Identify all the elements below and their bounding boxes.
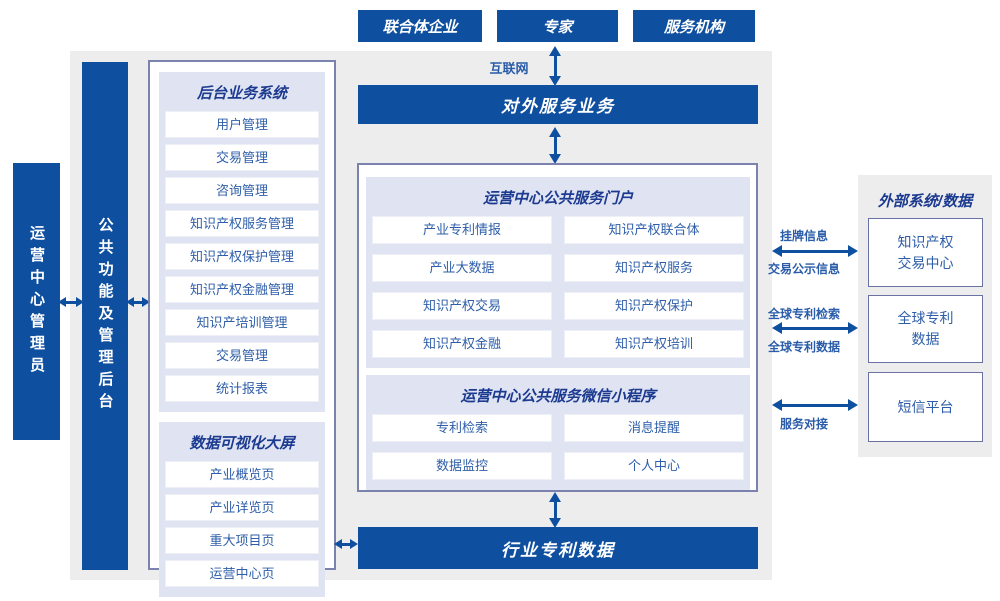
listing-info-arrow bbox=[772, 245, 858, 257]
backend-system-list: 用户管理交易管理咨询管理知识产权服务管理知识产权保护管理知识产权金融管理知识产培… bbox=[165, 111, 319, 402]
industry-patent-label: 行业专利数据 bbox=[501, 540, 615, 560]
portal-grid: 产业专利情报知识产权联合体产业大数据知识产权服务知识产权交易知识产权保护知识产权… bbox=[372, 216, 744, 358]
actor-label: 服务机构 bbox=[663, 18, 724, 36]
global-patent-arrow bbox=[772, 322, 858, 334]
dashboard-item: 产业详览页 bbox=[165, 494, 319, 521]
operator-backend-arrow bbox=[58, 297, 84, 307]
miniprogram-item: 个人中心 bbox=[564, 452, 744, 480]
industry-patent-bar: 行业专利数据 bbox=[358, 527, 758, 569]
portal-item: 知识产权培训 bbox=[564, 330, 744, 358]
trade-publicity-label: 交易公示信息 bbox=[767, 262, 840, 276]
actor-box-expert: 专家 bbox=[497, 10, 618, 42]
actor-label: 专家 bbox=[542, 18, 573, 36]
backend-system-item: 统计报表 bbox=[165, 375, 319, 402]
operator-box: 运营中心管理员 bbox=[13, 163, 60, 440]
backend-system-title: 后台业务系统 bbox=[196, 85, 287, 102]
dashboard-item: 重大项目页 bbox=[165, 527, 319, 554]
miniprogram-grid: 专利检索消息提醒数据监控个人中心 bbox=[372, 414, 744, 480]
miniprogram-item: 消息提醒 bbox=[564, 414, 744, 442]
miniprogram-item: 数据监控 bbox=[372, 452, 552, 480]
dashboard-item: 运营中心页 bbox=[165, 560, 319, 587]
backend-panel-arrow bbox=[126, 297, 150, 307]
dashboard-list: 产业概览页产业详览页重大项目页运营中心页 bbox=[165, 461, 319, 587]
backend-system-item: 知识产权保护管理 bbox=[165, 243, 319, 270]
actor-label: 联合体企业 bbox=[382, 18, 458, 36]
global-patent-search-label: 全球专利检索 bbox=[767, 307, 840, 321]
portal-section: 运营中心公共服务门户 产业专利情报知识产权联合体产业大数据知识产权服务知识产权交… bbox=[366, 177, 750, 368]
external-system-sms: 短信平台 bbox=[868, 372, 983, 442]
portal-item: 知识产权联合体 bbox=[564, 216, 744, 244]
left-panel: 后台业务系统 用户管理交易管理咨询管理知识产权服务管理知识产权保护管理知识产权金… bbox=[148, 60, 336, 597]
external-system-global-patent: 全球专利 数据 bbox=[868, 295, 983, 363]
dashboard-section: 数据可视化大屏 产业概览页产业详览页重大项目页运营中心页 bbox=[159, 422, 325, 597]
backend-system-item: 用户管理 bbox=[165, 111, 319, 138]
backend-functions-bar: 公共功能及管理后台 bbox=[82, 62, 128, 570]
center-panel: 运营中心公共服务门户 产业专利情报知识产权联合体产业大数据知识产权服务知识产权交… bbox=[357, 163, 758, 492]
external-system-ip-exchange: 知识产权 交易中心 bbox=[868, 218, 983, 287]
miniprogram-title: 运营中心公共服务微信小程序 bbox=[460, 388, 656, 405]
external-service-label: 对外服务业务 bbox=[501, 97, 615, 116]
portal-title: 运营中心公共服务门户 bbox=[482, 190, 633, 207]
operator-label: 运营中心管理员 bbox=[28, 224, 45, 379]
internet-arrow bbox=[549, 46, 561, 86]
global-patent-data-label: 全球专利数据 bbox=[767, 340, 840, 354]
internet-label: 互联网 bbox=[489, 61, 529, 76]
service-link-label: 服务对接 bbox=[779, 417, 828, 431]
backend-system-item: 知识产培训管理 bbox=[165, 309, 319, 336]
actor-box-consortium: 联合体企业 bbox=[358, 10, 482, 42]
portal-item: 知识产权金融 bbox=[372, 330, 552, 358]
portal-item: 知识产权交易 bbox=[372, 292, 552, 320]
backend-system-section: 后台业务系统 用户管理交易管理咨询管理知识产权服务管理知识产权保护管理知识产权金… bbox=[159, 72, 325, 412]
service-portal-arrow bbox=[549, 127, 561, 164]
external-title: 外部系统/数据 bbox=[877, 193, 973, 210]
portal-item: 产业专利情报 bbox=[372, 216, 552, 244]
external-service-bar: 对外服务业务 bbox=[358, 85, 758, 124]
portal-item: 知识产权服务 bbox=[564, 254, 744, 282]
backend-system-item: 交易管理 bbox=[165, 144, 319, 171]
portal-item: 产业大数据 bbox=[372, 254, 552, 282]
actor-box-agency: 服务机构 bbox=[633, 10, 755, 42]
dashboard-title: 数据可视化大屏 bbox=[189, 435, 295, 452]
listing-info-label: 挂牌信息 bbox=[779, 229, 828, 243]
miniprogram-section: 运营中心公共服务微信小程序 专利检索消息提醒数据监控个人中心 bbox=[366, 375, 750, 490]
portal-data-arrow bbox=[549, 492, 561, 528]
miniprogram-item: 专利检索 bbox=[372, 414, 552, 442]
service-link-arrow bbox=[772, 399, 858, 411]
portal-item: 知识产权保护 bbox=[564, 292, 744, 320]
backend-system-item: 交易管理 bbox=[165, 342, 319, 369]
backend-system-item: 咨询管理 bbox=[165, 177, 319, 204]
backend-system-item: 知识产权金融管理 bbox=[165, 276, 319, 303]
backend-functions-label: 公共功能及管理后台 bbox=[96, 217, 114, 415]
dashboard-item: 产业概览页 bbox=[165, 461, 319, 488]
backend-system-item: 知识产权服务管理 bbox=[165, 210, 319, 237]
panel-industry-arrow bbox=[334, 539, 358, 549]
